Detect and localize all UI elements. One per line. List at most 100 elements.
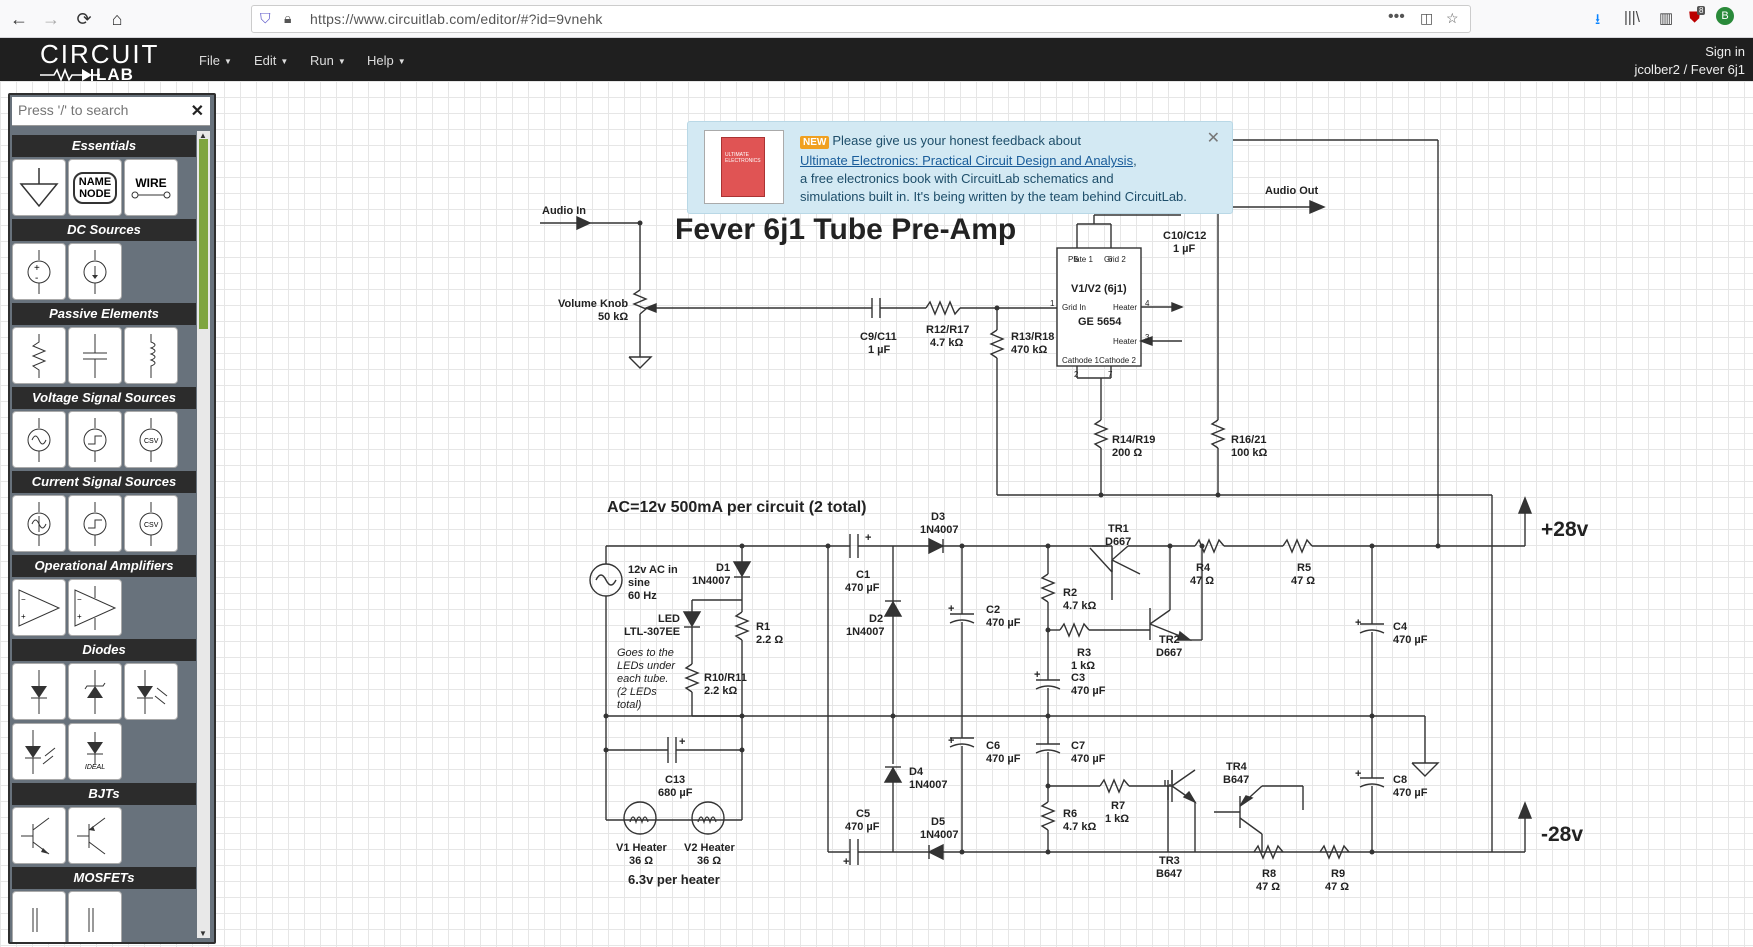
book-link[interactable]: Ultimate Electronics: Practical Circuit …	[800, 153, 1134, 168]
menu-edit[interactable]: Edit▼	[254, 53, 289, 68]
opamp-icon[interactable]: −+	[12, 579, 66, 636]
r2-value: 4.7 kΩ	[1063, 600, 1096, 612]
menu-file[interactable]: File▼	[199, 53, 232, 68]
r13-value: 470 kΩ	[1011, 344, 1048, 356]
csv-voltage-source-icon[interactable]: CSV	[124, 411, 178, 468]
pocket-icon[interactable]: ◫	[1420, 10, 1434, 26]
home-icon[interactable]: ⌂	[111, 8, 123, 29]
download-icon[interactable]: ⭳	[1595, 11, 1601, 28]
section-diodes[interactable]: Diodes	[12, 639, 196, 661]
circuitlab-logo[interactable]: CIRCUIT LAB	[40, 39, 160, 84]
opamp-supply-icon[interactable]: −+	[68, 579, 122, 636]
c8-label: C8	[1393, 774, 1407, 786]
sine-voltage-source-icon[interactable]	[12, 411, 66, 468]
r8-label: R8	[1262, 868, 1276, 880]
notice-line3: a free electronics book with CircuitLab …	[800, 171, 1114, 186]
r14-value: 200 Ω	[1112, 447, 1142, 459]
menu-help[interactable]: Help▼	[367, 53, 406, 68]
d4-value: 1N4007	[909, 779, 948, 791]
sign-in-link[interactable]: Sign in	[1705, 44, 1745, 59]
library-icon[interactable]: |||\	[1624, 9, 1640, 26]
c5-label: C5	[856, 808, 870, 820]
v1-heater-value: 36 Ω	[629, 855, 653, 867]
pnp-transistor-icon[interactable]	[68, 807, 122, 864]
c4-label: C4	[1393, 621, 1408, 633]
heater-note: 6.3v per heater	[628, 872, 720, 887]
r14-label: R14/R19	[1112, 434, 1155, 446]
clear-search-icon[interactable]: ✕	[190, 103, 204, 120]
photodiode-icon[interactable]	[12, 723, 66, 780]
resistor-icon[interactable]	[12, 327, 66, 384]
breadcrumb[interactable]: jcolber2 / Fever 6j1	[1634, 62, 1745, 77]
led-note: total)	[617, 699, 642, 711]
url-text[interactable]: https://www.circuitlab.com/editor/#?id=9…	[310, 11, 603, 27]
r16-value: 100 kΩ	[1231, 447, 1268, 459]
tube-pin-label: 1	[1050, 299, 1055, 308]
dc-current-source-icon[interactable]	[68, 243, 122, 300]
capacitor-icon[interactable]	[68, 327, 122, 384]
schematic-canvas[interactable]	[0, 81, 1753, 947]
section-mosfets[interactable]: MOSFETs	[12, 867, 196, 889]
shield-icon[interactable]: ⛉	[260, 10, 271, 26]
r10-value: 2.2 kΩ	[704, 685, 737, 697]
caret-down-icon: ▼	[223, 57, 232, 67]
close-icon[interactable]: ✕	[1206, 130, 1220, 147]
section-operational-amplifiers[interactable]: Operational Amplifiers	[12, 555, 196, 577]
scroll-up-icon[interactable]: ▲	[199, 131, 207, 140]
pmos-icon[interactable]	[68, 891, 122, 942]
inductor-icon[interactable]	[124, 327, 178, 384]
section-essentials[interactable]: Essentials	[12, 135, 196, 157]
csv-current-source-icon[interactable]: CSV	[124, 495, 178, 552]
search-input[interactable]	[12, 97, 194, 123]
d2-label: D2	[869, 613, 883, 625]
sine-current-source-icon[interactable]	[12, 495, 66, 552]
dc-voltage-source-icon[interactable]: +-	[12, 243, 66, 300]
ideal-diode-icon[interactable]: IDEAL	[68, 723, 122, 780]
section-dc-sources[interactable]: DC Sources	[12, 219, 196, 241]
lock-icon[interactable]: 🔒︎	[284, 10, 292, 26]
r5-label: R5	[1297, 562, 1311, 574]
extension-icon[interactable]: B	[1716, 7, 1734, 25]
tube-pin-label: 2	[1074, 370, 1079, 379]
book-cover-image[interactable]: ULTIMATE ELECTRONICS	[704, 130, 784, 204]
scroll-down-icon[interactable]: ▼	[199, 929, 207, 938]
ground-icon[interactable]	[12, 159, 66, 216]
c1-label: C1	[856, 569, 870, 581]
npn-transistor-icon[interactable]	[12, 807, 66, 864]
ublock-icon[interactable]: ⛊	[1689, 9, 1701, 26]
reload-button[interactable]: ⟳	[76, 8, 92, 29]
diode-icon[interactable]	[12, 663, 66, 720]
led-icon[interactable]	[124, 663, 178, 720]
tube-pin-label: 6	[1108, 255, 1113, 264]
step-current-source-icon[interactable]	[68, 495, 122, 552]
volume-label: Volume Knob	[558, 298, 628, 310]
scroll-thumb[interactable]	[199, 139, 208, 329]
zener-diode-icon[interactable]	[68, 663, 122, 720]
url-bar[interactable]: ⛉ 🔒︎ https://www.circuitlab.com/editor/#…	[251, 5, 1471, 33]
wire-icon[interactable]: WIRE	[124, 159, 178, 216]
section-passive-elements[interactable]: Passive Elements	[12, 303, 196, 325]
forward-button[interactable]: →	[42, 8, 60, 29]
more-actions-icon[interactable]: •••	[1388, 8, 1405, 25]
ac-label3: 60 Hz	[628, 590, 657, 602]
sidebar-icon[interactable]: ▥	[1659, 10, 1674, 27]
section-voltage-signal-sources[interactable]: Voltage Signal Sources	[12, 387, 196, 409]
nmos-icon[interactable]	[12, 891, 66, 942]
tube-plate1: Plate 1	[1068, 255, 1093, 264]
r1-label: R1	[756, 621, 770, 633]
section-current-signal-sources[interactable]: Current Signal Sources	[12, 471, 196, 493]
step-voltage-source-icon[interactable]	[68, 411, 122, 468]
menu-run[interactable]: Run▼	[310, 53, 346, 68]
svg-text:+: +	[21, 612, 26, 621]
v2-heater-label: V2 Heater	[684, 842, 735, 854]
bookmark-star-icon[interactable]: ☆	[1446, 10, 1459, 26]
section-bjts[interactable]: BJTs	[12, 783, 196, 805]
tr1-value: D667	[1105, 536, 1131, 548]
tr3-value: B647	[1156, 868, 1182, 880]
sidebar-scrollbar[interactable]: ▲ ▼	[197, 131, 210, 938]
back-button[interactable]: ←	[10, 8, 28, 29]
r4-label: R4	[1196, 562, 1211, 574]
